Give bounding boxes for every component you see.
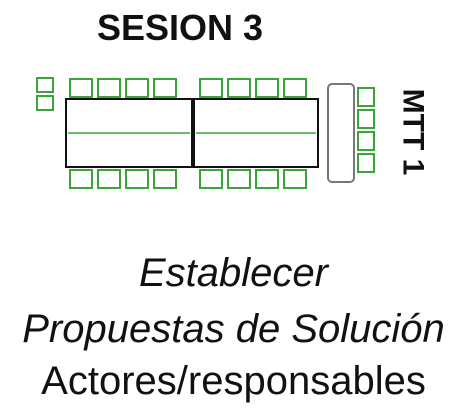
chair-head-table bbox=[357, 131, 375, 151]
caption-propuestas: Propuestas de Solución bbox=[22, 307, 445, 351]
top-row-chairs bbox=[69, 78, 307, 98]
chair-top bbox=[199, 78, 223, 98]
head-table bbox=[327, 83, 355, 183]
chair-top bbox=[69, 78, 93, 98]
caption-establecer: Establecer bbox=[139, 251, 328, 295]
table-label: MTT 1 bbox=[390, 82, 434, 182]
seating-diagram bbox=[36, 77, 375, 189]
chair-top bbox=[283, 78, 307, 98]
chair-bottom bbox=[125, 169, 149, 189]
bottom-row-chairs bbox=[69, 169, 307, 189]
chair-bottom bbox=[199, 169, 223, 189]
chair-bottom bbox=[153, 169, 177, 189]
chair-bottom bbox=[69, 169, 93, 189]
chair-bottom bbox=[255, 169, 279, 189]
chair-bottom bbox=[97, 169, 121, 189]
conference-tables bbox=[65, 98, 319, 168]
left-end-chairs bbox=[36, 77, 54, 111]
table-label-text: MTT 1 bbox=[396, 88, 430, 176]
table-right bbox=[193, 98, 319, 168]
table-left bbox=[65, 98, 193, 168]
chair-head-table bbox=[357, 109, 375, 129]
chair-left-end bbox=[36, 95, 54, 111]
chair-left-end bbox=[36, 77, 54, 93]
head-table-group bbox=[327, 83, 375, 183]
chair-bottom bbox=[227, 169, 251, 189]
chair-bottom bbox=[283, 169, 307, 189]
chair-top bbox=[97, 78, 121, 98]
chair-top bbox=[255, 78, 279, 98]
caption-actores: Actores/responsables bbox=[41, 359, 426, 403]
session-title: SESION 3 bbox=[96, 7, 264, 48]
chair-head-table bbox=[357, 87, 375, 107]
chair-top bbox=[125, 78, 149, 98]
chair-head-table bbox=[357, 153, 375, 173]
chair-top bbox=[227, 78, 251, 98]
chair-top bbox=[153, 78, 177, 98]
